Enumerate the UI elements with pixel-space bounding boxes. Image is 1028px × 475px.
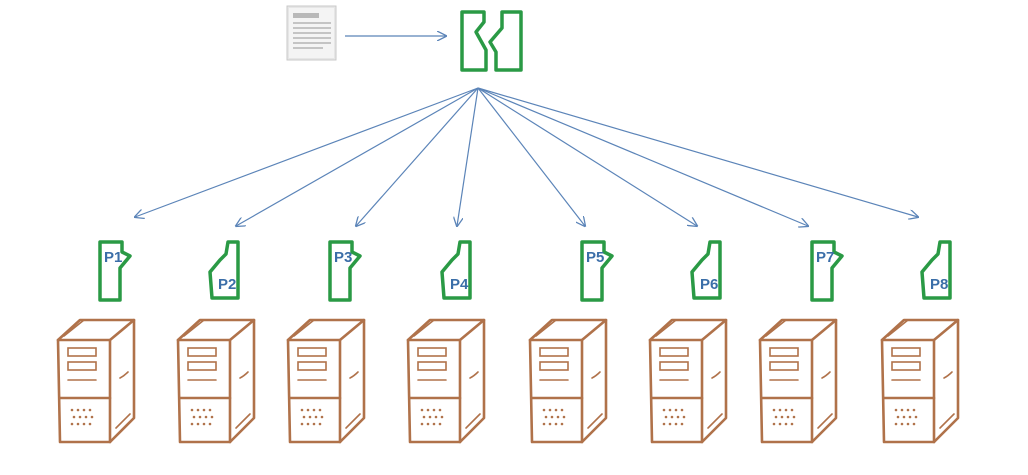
- partition-label: P5: [586, 249, 604, 266]
- puzzle-split-icon: [460, 10, 523, 72]
- fan-out-arrows: [135, 87, 918, 226]
- server-tower-icon: [880, 318, 960, 444]
- partition-label: P6: [700, 276, 718, 293]
- partition-p5: P5: [580, 240, 614, 302]
- puzzle-piece-icon: [920, 240, 952, 300]
- partition-p8: P8: [920, 240, 952, 300]
- arrow-to-p8: [477, 87, 918, 217]
- server-tower-icon: [286, 318, 366, 444]
- server-tower-icon: [648, 318, 728, 444]
- server-tower-icon: [758, 318, 838, 444]
- arrow-to-p5: [477, 87, 585, 226]
- arrow-to-p7: [477, 87, 808, 226]
- puzzle-piece-icon: [810, 240, 844, 302]
- partition-label: P3: [334, 249, 352, 266]
- partition-p6: P6: [690, 240, 722, 300]
- partition-p3: P3: [328, 240, 362, 302]
- partition-p7: P7: [810, 240, 844, 302]
- puzzle-piece-icon: [690, 240, 722, 300]
- partition-label: P2: [218, 276, 236, 293]
- server-tower-icon: [528, 318, 608, 444]
- arrow-to-p6: [477, 87, 697, 226]
- server-tower-icon: [176, 318, 256, 444]
- arrow-to-p3: [356, 87, 479, 226]
- partition-label: P8: [930, 276, 948, 293]
- arrow-to-p4: [457, 87, 479, 226]
- partition-p2: P2: [208, 240, 240, 300]
- partition-label: P1: [104, 249, 122, 266]
- puzzle-piece-icon: [328, 240, 362, 302]
- arrow-to-p1: [135, 87, 479, 217]
- puzzle-piece-icon: [98, 240, 132, 302]
- server-tower-icon: [56, 318, 136, 444]
- partition-label: P4: [450, 276, 469, 293]
- puzzle-piece-icon: [580, 240, 614, 302]
- partition-p4: P4: [440, 240, 472, 300]
- puzzle-piece-icon: [208, 240, 240, 300]
- server-tower-icon: [406, 318, 486, 444]
- document-icon: [286, 5, 337, 61]
- partition-label: P7: [816, 249, 834, 266]
- arrow-to-p2: [236, 87, 479, 226]
- partition-p1: P1: [98, 240, 132, 302]
- puzzle-piece-icon: [440, 240, 472, 300]
